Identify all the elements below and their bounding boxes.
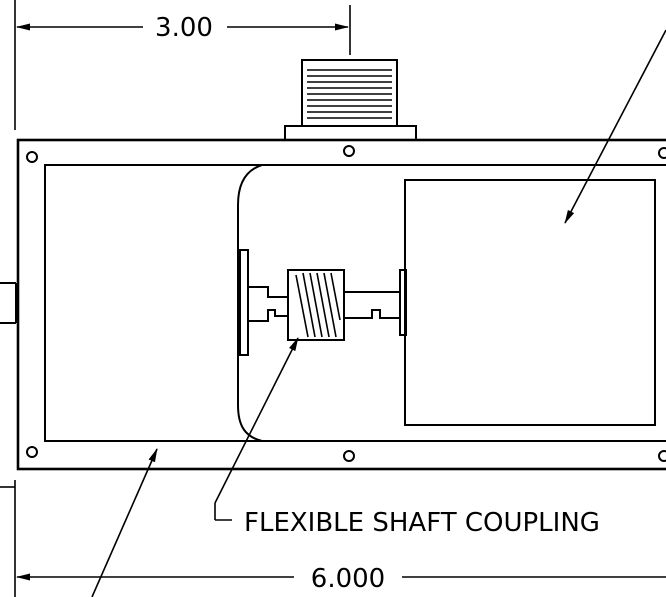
right-mounting-plate <box>399 269 407 336</box>
left-mounting-plate <box>239 249 249 356</box>
top-dimension-value: 3.00 <box>155 13 213 43</box>
housing <box>16 138 666 471</box>
mount-hole <box>26 151 38 163</box>
mount-hole <box>658 147 666 159</box>
bottom-dimension-value: 6.000 <box>311 564 385 594</box>
leader-arrow-top-right <box>564 29 666 224</box>
top-connector <box>284 59 417 141</box>
housing-outline <box>16 138 666 471</box>
shaft-assembly <box>239 249 407 356</box>
mount-hole <box>26 446 38 458</box>
right-shaft <box>344 291 400 319</box>
connector-threads <box>307 69 392 119</box>
inner-chamber-outline <box>237 164 263 442</box>
left-shaft <box>248 286 288 322</box>
connector-flange <box>284 125 417 141</box>
motor-block <box>404 179 656 426</box>
flexible-coupling-body <box>287 269 345 341</box>
connector-body <box>301 59 398 127</box>
top-dimension: 3.00 <box>14 0 351 130</box>
coupling-callout: FLEXIBLE SHAFT COUPLING <box>214 337 600 538</box>
mount-hole <box>658 450 666 462</box>
coupling-label: FLEXIBLE SHAFT COUPLING <box>244 508 600 538</box>
leader-arrow-housing <box>91 448 158 597</box>
mount-hole <box>343 450 355 462</box>
housing-inner-cavity <box>44 164 666 442</box>
bottom-dimension: 6.000 <box>0 480 666 597</box>
coupling-leader-line <box>214 337 299 504</box>
coupling-helix <box>295 272 341 338</box>
mount-hole <box>343 145 355 157</box>
left-shaft-stub <box>0 282 17 324</box>
